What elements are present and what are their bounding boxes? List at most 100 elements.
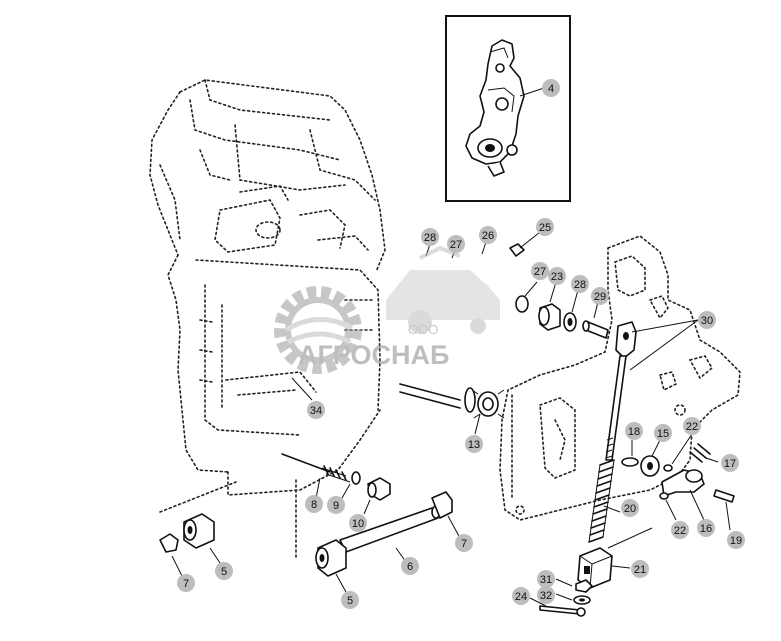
callout-10: 10 bbox=[349, 514, 367, 532]
callout-badge bbox=[512, 587, 530, 605]
inset-detail-box bbox=[445, 15, 571, 202]
gear-logo-icon bbox=[274, 286, 362, 374]
callout-30: 30 bbox=[698, 311, 716, 329]
callout-number: 34 bbox=[310, 405, 322, 417]
callout-17: 17 bbox=[721, 454, 739, 472]
callout-9: 9 bbox=[327, 496, 345, 514]
callout-16: 16 bbox=[697, 519, 715, 537]
callout-badge bbox=[215, 562, 233, 580]
callout-24: 24 bbox=[512, 587, 530, 605]
pin-assembly bbox=[515, 281, 609, 339]
callout-number: 5 bbox=[347, 595, 353, 607]
callout-badge bbox=[401, 557, 419, 575]
watermark-prefix: ООО bbox=[408, 322, 438, 337]
callout-labels: 4 5 5 6 7 7 8 9 10 13 15 16 17 18 19 20 … bbox=[177, 79, 745, 609]
callout-27b: 27 bbox=[531, 262, 549, 280]
callout-19: 19 bbox=[727, 531, 745, 549]
callout-number: 28 bbox=[424, 232, 436, 244]
callout-15: 15 bbox=[654, 424, 672, 442]
callout-badge bbox=[455, 534, 473, 552]
callout-badge bbox=[621, 499, 639, 517]
callout-29: 29 bbox=[591, 287, 609, 305]
callout-5b: 5 bbox=[341, 591, 359, 609]
callout-32: 32 bbox=[537, 586, 555, 604]
callout-badge bbox=[683, 417, 701, 435]
leader-lines-30 bbox=[629, 319, 699, 371]
ring-9 bbox=[351, 471, 361, 485]
callout-badge bbox=[537, 586, 555, 604]
callout-number: 4 bbox=[548, 83, 554, 95]
callout-number: 19 bbox=[730, 535, 742, 547]
ring-27 bbox=[515, 295, 529, 313]
control-rod-assembly bbox=[529, 321, 653, 617]
spring-8 bbox=[323, 465, 347, 481]
callout-number: 31 bbox=[540, 574, 552, 586]
shaft-assembly bbox=[159, 479, 461, 593]
callout-badge bbox=[327, 496, 345, 514]
callout-number: 17 bbox=[724, 458, 736, 470]
gear-13-area bbox=[399, 383, 505, 435]
callout-number: 25 bbox=[539, 222, 551, 234]
callout-26: 26 bbox=[479, 226, 497, 244]
callout-number: 28 bbox=[574, 279, 586, 291]
callout-badge bbox=[177, 574, 195, 592]
rod-30 bbox=[605, 355, 627, 461]
callout-badge bbox=[697, 519, 715, 537]
callout-number: 24 bbox=[515, 591, 527, 603]
callout-badge bbox=[479, 226, 497, 244]
watermark-name: АГРОСНАБ bbox=[298, 340, 449, 370]
lever-assembly-right bbox=[621, 433, 735, 531]
callout-28b: 28 bbox=[571, 275, 589, 293]
callout-badge bbox=[625, 422, 643, 440]
callout-34: 34 bbox=[307, 401, 325, 419]
callout-badge bbox=[721, 454, 739, 472]
callout-badge bbox=[671, 521, 689, 539]
callout-4: 4 bbox=[542, 79, 560, 97]
washer-25 bbox=[509, 243, 525, 257]
callout-18: 18 bbox=[625, 422, 643, 440]
callout-27a: 27 bbox=[447, 235, 465, 253]
callout-number: 26 bbox=[482, 230, 494, 242]
callout-20: 20 bbox=[621, 499, 639, 517]
callout-number: 7 bbox=[461, 538, 467, 550]
callout-28a: 28 bbox=[421, 228, 439, 246]
clip-22 bbox=[663, 464, 673, 472]
callout-badge bbox=[465, 435, 483, 453]
callout-number: 10 bbox=[352, 518, 364, 530]
callout-number: 13 bbox=[468, 439, 480, 451]
callout-badge bbox=[531, 262, 549, 280]
callout-number: 23 bbox=[551, 271, 563, 283]
ring-18 bbox=[621, 457, 639, 467]
callout-number: 27 bbox=[450, 239, 462, 251]
callout-badge bbox=[349, 514, 367, 532]
clip-7-left bbox=[159, 533, 179, 553]
pin-17 bbox=[689, 443, 711, 463]
callout-number: 22 bbox=[686, 421, 698, 433]
clip-7-right bbox=[431, 491, 453, 519]
block-21 bbox=[577, 547, 613, 589]
callout-badge bbox=[727, 531, 745, 549]
callout-number: 21 bbox=[634, 564, 646, 576]
callout-badge bbox=[447, 235, 465, 253]
callout-5a: 5 bbox=[215, 562, 233, 580]
callout-badge bbox=[341, 591, 359, 609]
lever-part-4-drawing bbox=[465, 39, 525, 177]
harvester-icon bbox=[386, 245, 500, 334]
callout-6: 6 bbox=[401, 557, 419, 575]
callout-7b: 7 bbox=[455, 534, 473, 552]
spring-20 bbox=[588, 459, 615, 543]
callout-number: 20 bbox=[624, 503, 636, 515]
callout-13: 13 bbox=[465, 435, 483, 453]
callout-badge bbox=[571, 275, 589, 293]
callout-number: 30 bbox=[701, 315, 713, 327]
bolt-24 bbox=[539, 605, 581, 615]
callout-number: 18 bbox=[628, 426, 640, 438]
callout-badge bbox=[542, 79, 560, 97]
callout-7a: 7 bbox=[177, 574, 195, 592]
callout-number: 5 bbox=[221, 566, 227, 578]
callout-number: 16 bbox=[700, 523, 712, 535]
callout-badge bbox=[591, 287, 609, 305]
callout-badge bbox=[536, 218, 554, 236]
